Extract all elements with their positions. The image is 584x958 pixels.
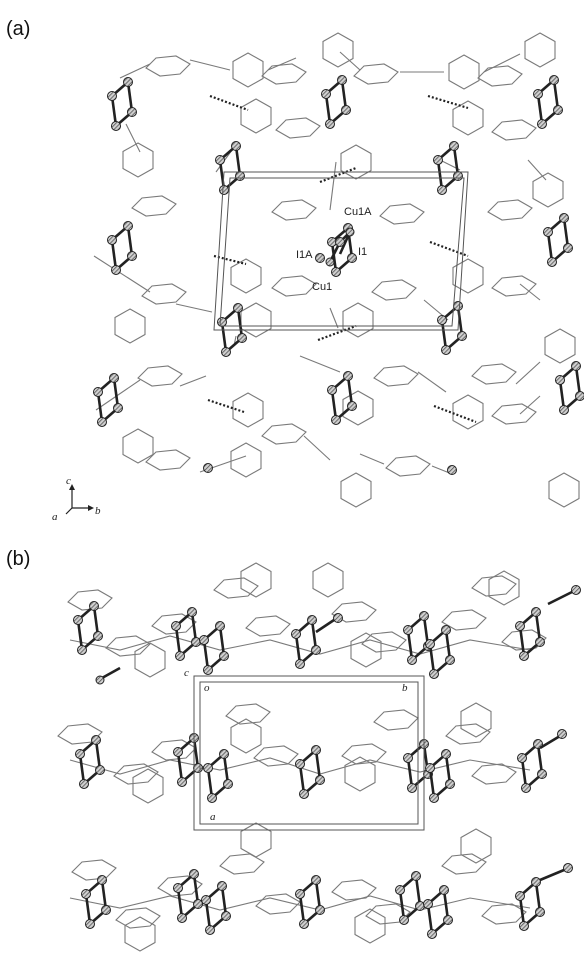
single-atoms-a [203,463,457,475]
axis-c-label: c [66,475,71,487]
panel-a-structure: Cu1A I1 I1A Cu1 c a b [52,32,584,523]
cell-label-a: a [210,811,216,823]
pi-stacking-lines-a [207,94,477,424]
axis-b-label: b [95,505,101,517]
terminal-atoms-b [95,585,581,882]
axis-triad-a: c a b [52,475,101,523]
unit-cell-a [213,171,469,331]
unit-cell-b [193,675,425,831]
label-i1: I1 [358,246,367,258]
panel-b-structure: c o b a [57,562,581,952]
labeled-dimer: Cu1A I1 I1A Cu1 [296,206,372,293]
cell-label-c: c [184,667,189,679]
panel-label-a: (a) [6,18,31,40]
cu2i2-dimers-a [92,74,584,428]
cell-label-o: o [204,682,210,694]
ligand-hexagons-a [114,32,580,508]
label-cu1a: Cu1A [344,206,372,218]
axis-a-label: a [52,511,58,523]
cell-label-b: b [402,682,408,694]
label-i1a: I1A [296,249,313,261]
cu2i2-dimers-b [72,600,548,940]
label-cu1: Cu1 [312,281,332,293]
ligand-layer-bottom [71,822,527,952]
panel-label-b: (b) [6,548,31,570]
